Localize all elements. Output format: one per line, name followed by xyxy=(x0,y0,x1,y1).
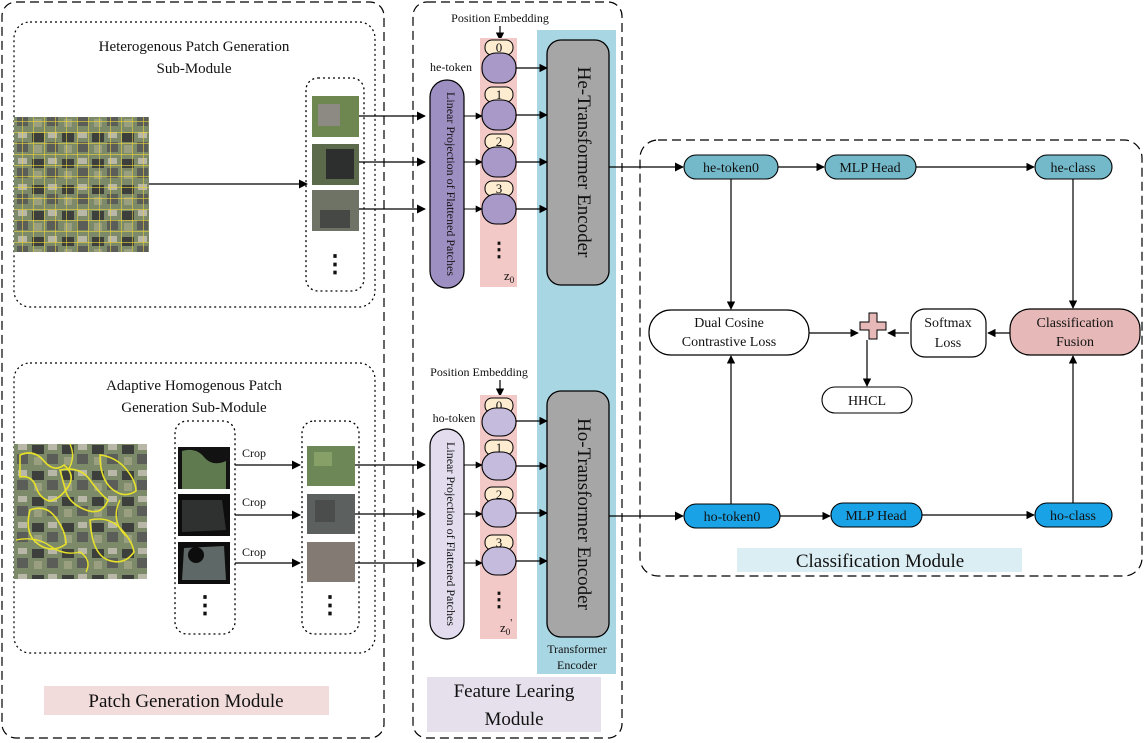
svg-text:0: 0 xyxy=(496,40,503,55)
patch-thumbnail-icon xyxy=(307,446,355,486)
z0-prime-label: z0' xyxy=(500,617,512,637)
linear-projection-he-label: Linear Projection of Flattened Patches xyxy=(444,92,458,276)
he-token-label: he-token xyxy=(430,60,472,74)
aerial-segmented-image-icon xyxy=(14,443,147,579)
svg-text:Dual Cosine: Dual Cosine xyxy=(694,316,764,331)
svg-text:1: 1 xyxy=(496,87,503,102)
softmax-loss-box xyxy=(910,308,987,358)
svg-text:1: 1 xyxy=(496,440,503,455)
svg-text:ho-token0: ho-token0 xyxy=(704,510,761,525)
he-transformer-encoder xyxy=(546,39,610,286)
crop-label-2: Crop xyxy=(242,495,266,509)
ho-transformer-encoder xyxy=(546,390,610,638)
svg-text:he-token0: he-token0 xyxy=(703,161,759,176)
heterogenous-submodule: Heterogenous Patch Generation Sub-Module… xyxy=(13,21,426,308)
hhcl-node xyxy=(821,386,913,414)
ho-token-node-2: 2 xyxy=(481,486,517,528)
crop-label-1: Crop xyxy=(242,446,266,460)
he-token-node-1: 1 xyxy=(481,86,517,131)
ho-token-ellipsis: ⋮ xyxy=(489,589,509,611)
patch-thumbnail-icon xyxy=(307,494,355,534)
patch-thumbnail-icon xyxy=(307,542,355,582)
feature-learning-module: Transformer Encoder Position Embedding h… xyxy=(412,1,623,739)
patch-module-title: Patch Generation Module xyxy=(88,691,283,712)
svg-text:Fusion: Fusion xyxy=(1056,335,1094,350)
feature-module-title-line2: Module xyxy=(484,709,543,730)
svg-text:Softmax: Softmax xyxy=(924,316,971,331)
classification-fusion-box xyxy=(1009,308,1141,356)
homo-patch-ellipsis: ⋮ xyxy=(318,593,342,619)
he-token-ellipsis: ⋮ xyxy=(489,239,509,261)
ho-token-node-3: 3 xyxy=(481,534,517,576)
svg-text:HHCL: HHCL xyxy=(848,394,886,409)
patch-thumbnail-icon xyxy=(178,542,230,584)
plus-sum-icon xyxy=(859,312,887,340)
patch-thumbnail-icon xyxy=(178,447,230,489)
svg-text:Loss: Loss xyxy=(935,336,961,351)
ho-encoder-label: Ho-Transformer Encoder xyxy=(573,418,594,611)
svg-text:Contrastive Loss: Contrastive Loss xyxy=(682,335,777,350)
hetero-title-line1: Heterogenous Patch Generation xyxy=(99,39,290,55)
classification-module: he-token0 MLP Head he-class ho-token0 ML… xyxy=(609,139,1143,577)
linear-projection-ho xyxy=(429,428,465,640)
z0-label: z0 xyxy=(504,268,515,285)
svg-text:ho-class: ho-class xyxy=(1050,509,1096,524)
he-token-node-3: 3 xyxy=(481,180,517,225)
svg-text:2: 2 xyxy=(496,134,503,149)
encoder-band-line2: Encoder xyxy=(557,658,597,672)
linear-projection-ho-label: Linear Projection of Flattened Patches xyxy=(444,442,458,626)
svg-text:MLP Head: MLP Head xyxy=(839,161,900,176)
feature-module-title-line1: Feature Learing xyxy=(454,681,575,702)
position-embedding-label-top: Position Embedding xyxy=(451,11,549,25)
patch-generation-module: Heterogenous Patch Generation Sub-Module… xyxy=(1,1,426,739)
homo-title-line1: Adaptive Homogenous Patch xyxy=(106,378,282,394)
position-embedding-label-bottom: Position Embedding xyxy=(430,365,528,379)
svg-text:2: 2 xyxy=(496,487,503,502)
patch-thumbnail-icon xyxy=(178,494,230,536)
cropped-patch-ellipsis: ⋮ xyxy=(193,593,217,619)
patch-thumbnail-icon xyxy=(312,144,359,185)
he-encoder-label: He-Transformer Encoder xyxy=(573,67,594,258)
svg-text:he-class: he-class xyxy=(1050,161,1095,176)
hetero-title-line2: Sub-Module xyxy=(157,61,232,77)
he-token-node-2: 2 xyxy=(481,133,517,178)
ho-token-label: ho-token xyxy=(433,411,476,425)
svg-text:MLP Head: MLP Head xyxy=(845,509,906,524)
homo-title-line2: Generation Sub-Module xyxy=(121,400,267,416)
aerial-grid-image-icon xyxy=(14,117,149,252)
ho-token-node-0: 0 xyxy=(481,397,517,437)
encoder-band-line1: Transformer xyxy=(547,642,607,656)
homogenous-submodule: Adaptive Homogenous Patch Generation Sub… xyxy=(13,362,426,654)
svg-text:Classification: Classification xyxy=(1037,316,1114,331)
hetero-patch-ellipsis: ⋮ xyxy=(323,252,347,278)
linear-projection-he xyxy=(429,79,465,289)
svg-text:0: 0 xyxy=(496,398,503,413)
ho-token-node-1: 1 xyxy=(481,439,517,481)
he-token-node-0: 0 xyxy=(481,39,517,84)
patch-thumbnail-icon xyxy=(312,190,359,231)
classification-module-title: Classification Module xyxy=(796,551,964,572)
patch-thumbnail-icon xyxy=(312,96,359,137)
crop-label-3: Crop xyxy=(242,545,266,559)
svg-text:3: 3 xyxy=(496,535,503,550)
svg-text:3: 3 xyxy=(496,181,503,196)
